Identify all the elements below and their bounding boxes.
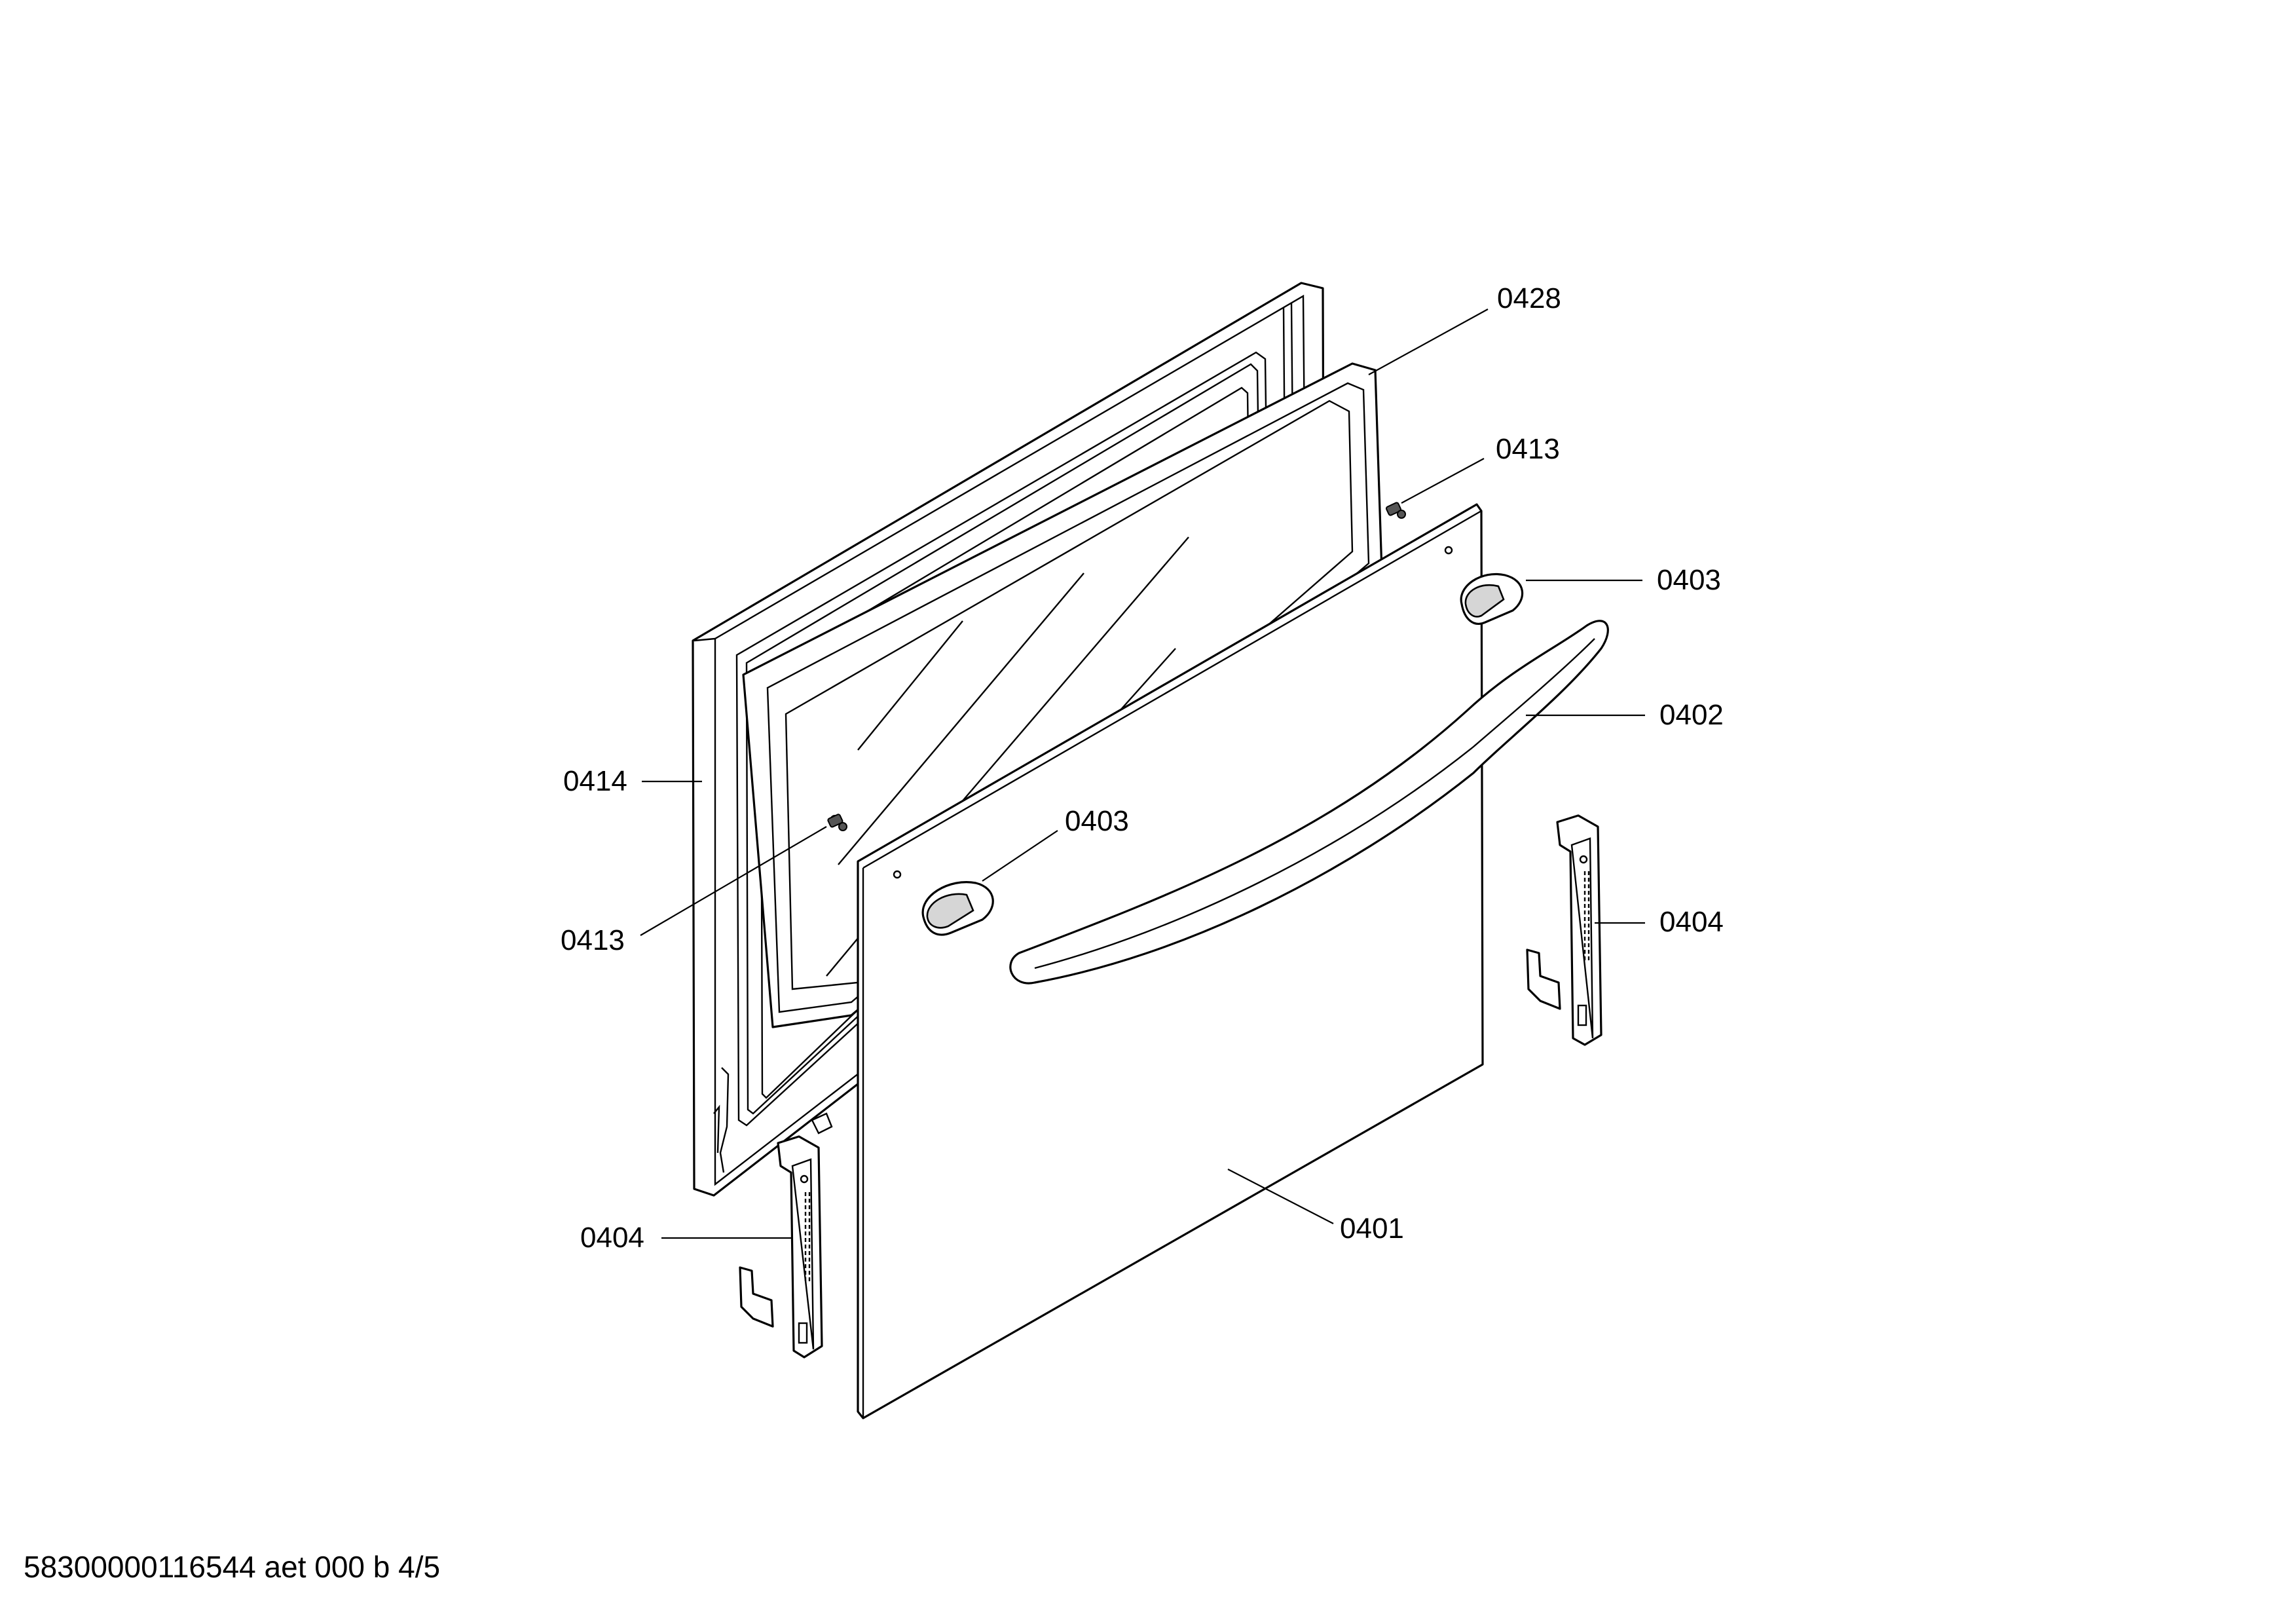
front-door-panel-part-0401 <box>857 503 1484 1419</box>
handle-bar-part-0402 <box>1009 620 1609 985</box>
callout-0402: 0402 <box>1659 699 1724 731</box>
hinge-part-0404-right <box>1526 814 1602 1046</box>
callout-0413-left: 0413 <box>561 924 625 956</box>
callout-0403-left: 0403 <box>1065 805 1129 837</box>
callout-0404-right: 0404 <box>1659 906 1724 938</box>
hinge-part-0404-left <box>739 1112 833 1359</box>
callout-0401: 0401 <box>1340 1212 1404 1245</box>
callout-0413-top: 0413 <box>1496 433 1560 465</box>
screw-part-0413-left <box>827 814 847 831</box>
callout-0428: 0428 <box>1497 282 1561 314</box>
callout-0403-top: 0403 <box>1657 564 1721 596</box>
handle-mount-part-0403-top <box>1460 573 1524 625</box>
document-id-footer: 58300000116544 aet 000 b 4/5 <box>24 1550 440 1584</box>
callout-0414: 0414 <box>563 765 627 797</box>
callout-0404-left: 0404 <box>580 1222 644 1254</box>
screw-part-0413-top <box>1385 502 1406 519</box>
leader-lines <box>640 309 1645 1239</box>
handle-mount-part-0403-left <box>921 881 994 936</box>
